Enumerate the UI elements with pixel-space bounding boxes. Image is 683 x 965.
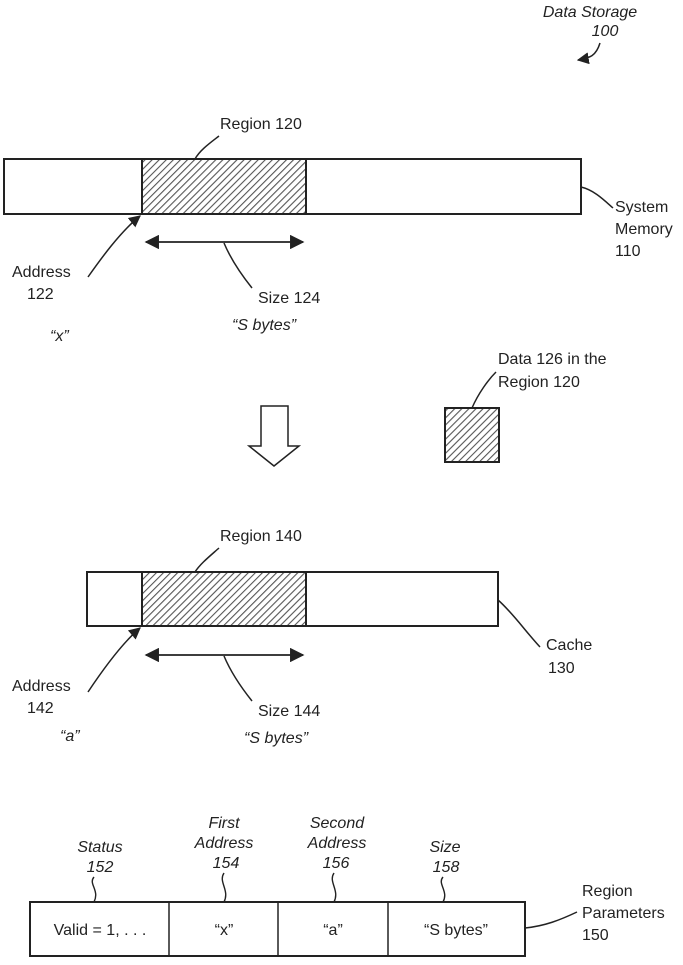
system-memory-label-line2: Memory xyxy=(615,221,673,238)
region-140-label: Region 140 xyxy=(220,528,302,545)
data-storage-pointer-arrow xyxy=(576,42,601,65)
region-parameters-label-line3: 150 xyxy=(582,927,609,944)
data-126-label-line2: Region 120 xyxy=(498,374,580,391)
region-120-leader xyxy=(194,135,220,160)
size-144-value: “S bytes” xyxy=(244,730,309,747)
second-address-value: “a” xyxy=(323,922,343,939)
data-storage-title-line1: Data Storage xyxy=(543,4,637,21)
address-122-value: “x” xyxy=(50,328,69,345)
second-address-label-line2: Address xyxy=(307,835,367,852)
address-122-label-line2: 122 xyxy=(27,286,54,303)
size-leader xyxy=(440,876,446,903)
size-124-leader xyxy=(223,242,253,289)
status-value: Valid = 1, . . . xyxy=(54,922,147,939)
size-label: Size xyxy=(429,839,460,856)
data-126-block xyxy=(444,407,500,463)
region-parameters-label-line2: Parameters xyxy=(582,905,665,922)
system-memory-leader xyxy=(580,186,614,209)
address-122-label-line1: Address xyxy=(12,264,71,281)
region-140-leader xyxy=(194,547,220,573)
cache-label-line2: 130 xyxy=(548,660,575,677)
address-122-arrow xyxy=(87,215,141,278)
region-parameters-label-line1: Region xyxy=(582,883,633,900)
cache-leader xyxy=(497,599,541,648)
size-144-leader xyxy=(223,655,253,702)
region-120-block xyxy=(141,158,307,215)
first-address-label-line2: Address xyxy=(194,835,254,852)
status-number: 152 xyxy=(87,859,114,876)
data-storage-title-number: 100 xyxy=(592,23,619,40)
address-142-arrow xyxy=(87,627,141,693)
system-memory-label-line1: System xyxy=(615,199,668,216)
first-address-value: “x” xyxy=(215,922,234,939)
status-leader xyxy=(91,876,97,903)
region-parameters: Valid = 1, . . . “x” “a” “S bytes” Statu… xyxy=(29,815,665,957)
size-144-label: Size 144 xyxy=(258,703,320,720)
first-address-label-line1: First xyxy=(208,815,240,832)
size-124-value: “S bytes” xyxy=(232,317,297,334)
address-142-label-line1: Address xyxy=(12,678,71,695)
size-124-label: Size 124 xyxy=(258,290,320,307)
second-address-label-line1: Second xyxy=(310,815,365,832)
address-142-value: “a” xyxy=(60,728,80,745)
status-label: Status xyxy=(77,839,122,856)
data-126-leader xyxy=(471,371,497,409)
data-126: Data 126 in the Region 120 xyxy=(444,351,607,463)
second-address-leader xyxy=(331,872,337,903)
data-storage-title: Data Storage 100 xyxy=(543,4,637,65)
system-memory: Region 120 System Memory 110 Size 124 “S… xyxy=(3,116,673,345)
transfer-down-arrow-icon xyxy=(246,405,302,467)
cache: Region 140 Cache 130 Size 144 “S bytes” … xyxy=(12,528,592,747)
second-address-number: 156 xyxy=(323,855,350,872)
cache-label-line1: Cache xyxy=(546,637,592,654)
size-value: “S bytes” xyxy=(424,922,488,939)
size-number: 158 xyxy=(433,859,460,876)
region-120-label: Region 120 xyxy=(220,116,302,133)
system-memory-label-line3: 110 xyxy=(615,243,641,260)
region-parameters-leader xyxy=(524,911,578,929)
first-address-number: 154 xyxy=(213,855,240,872)
region-140-block xyxy=(141,571,307,627)
address-142-label-line2: 142 xyxy=(27,700,54,717)
data-126-label-line1: Data 126 in the xyxy=(498,351,607,368)
first-address-leader xyxy=(221,872,227,903)
